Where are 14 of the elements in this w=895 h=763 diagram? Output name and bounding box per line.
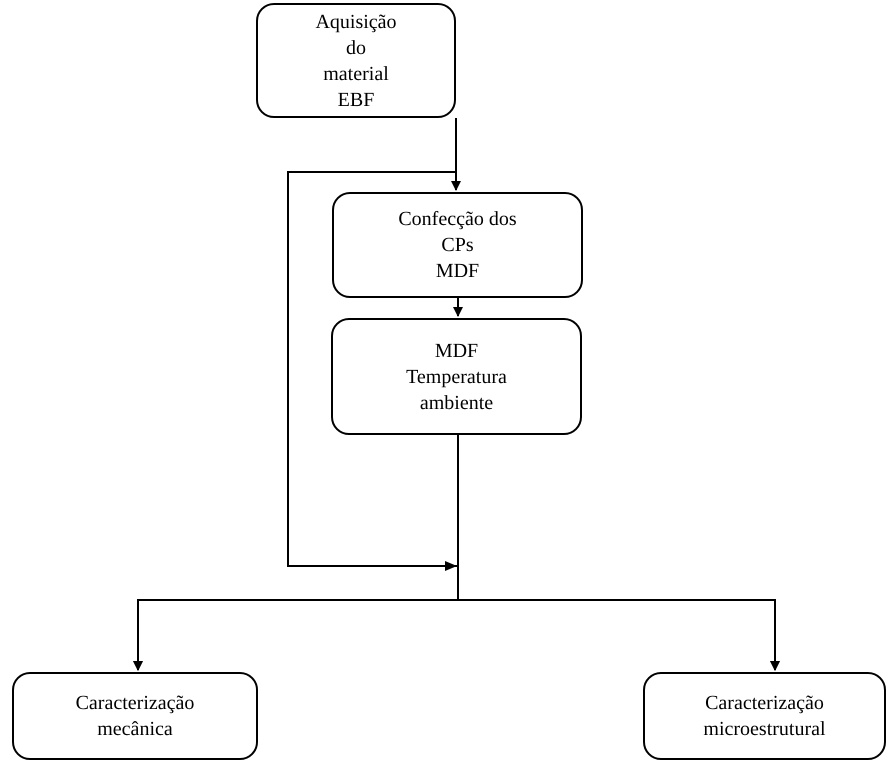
box-text: Caracterização mecânica <box>74 691 196 742</box>
box-text: Temperatura ambiente <box>405 364 508 416</box>
box-text: MDF <box>434 338 478 364</box>
process-box <box>332 192 583 298</box>
box-text: EBF <box>338 88 374 112</box>
box-text: MDF <box>436 259 480 284</box>
process-box <box>643 672 886 760</box>
box-text: Aquisição do material <box>314 10 398 86</box>
process-box <box>331 318 582 435</box>
box-text: Confecção dos CPs <box>397 207 518 258</box>
process-box <box>12 672 258 760</box>
box-text: Caracterização microestrutural <box>702 691 827 742</box>
process-box <box>256 3 456 118</box>
arrow <box>453 298 463 317</box>
